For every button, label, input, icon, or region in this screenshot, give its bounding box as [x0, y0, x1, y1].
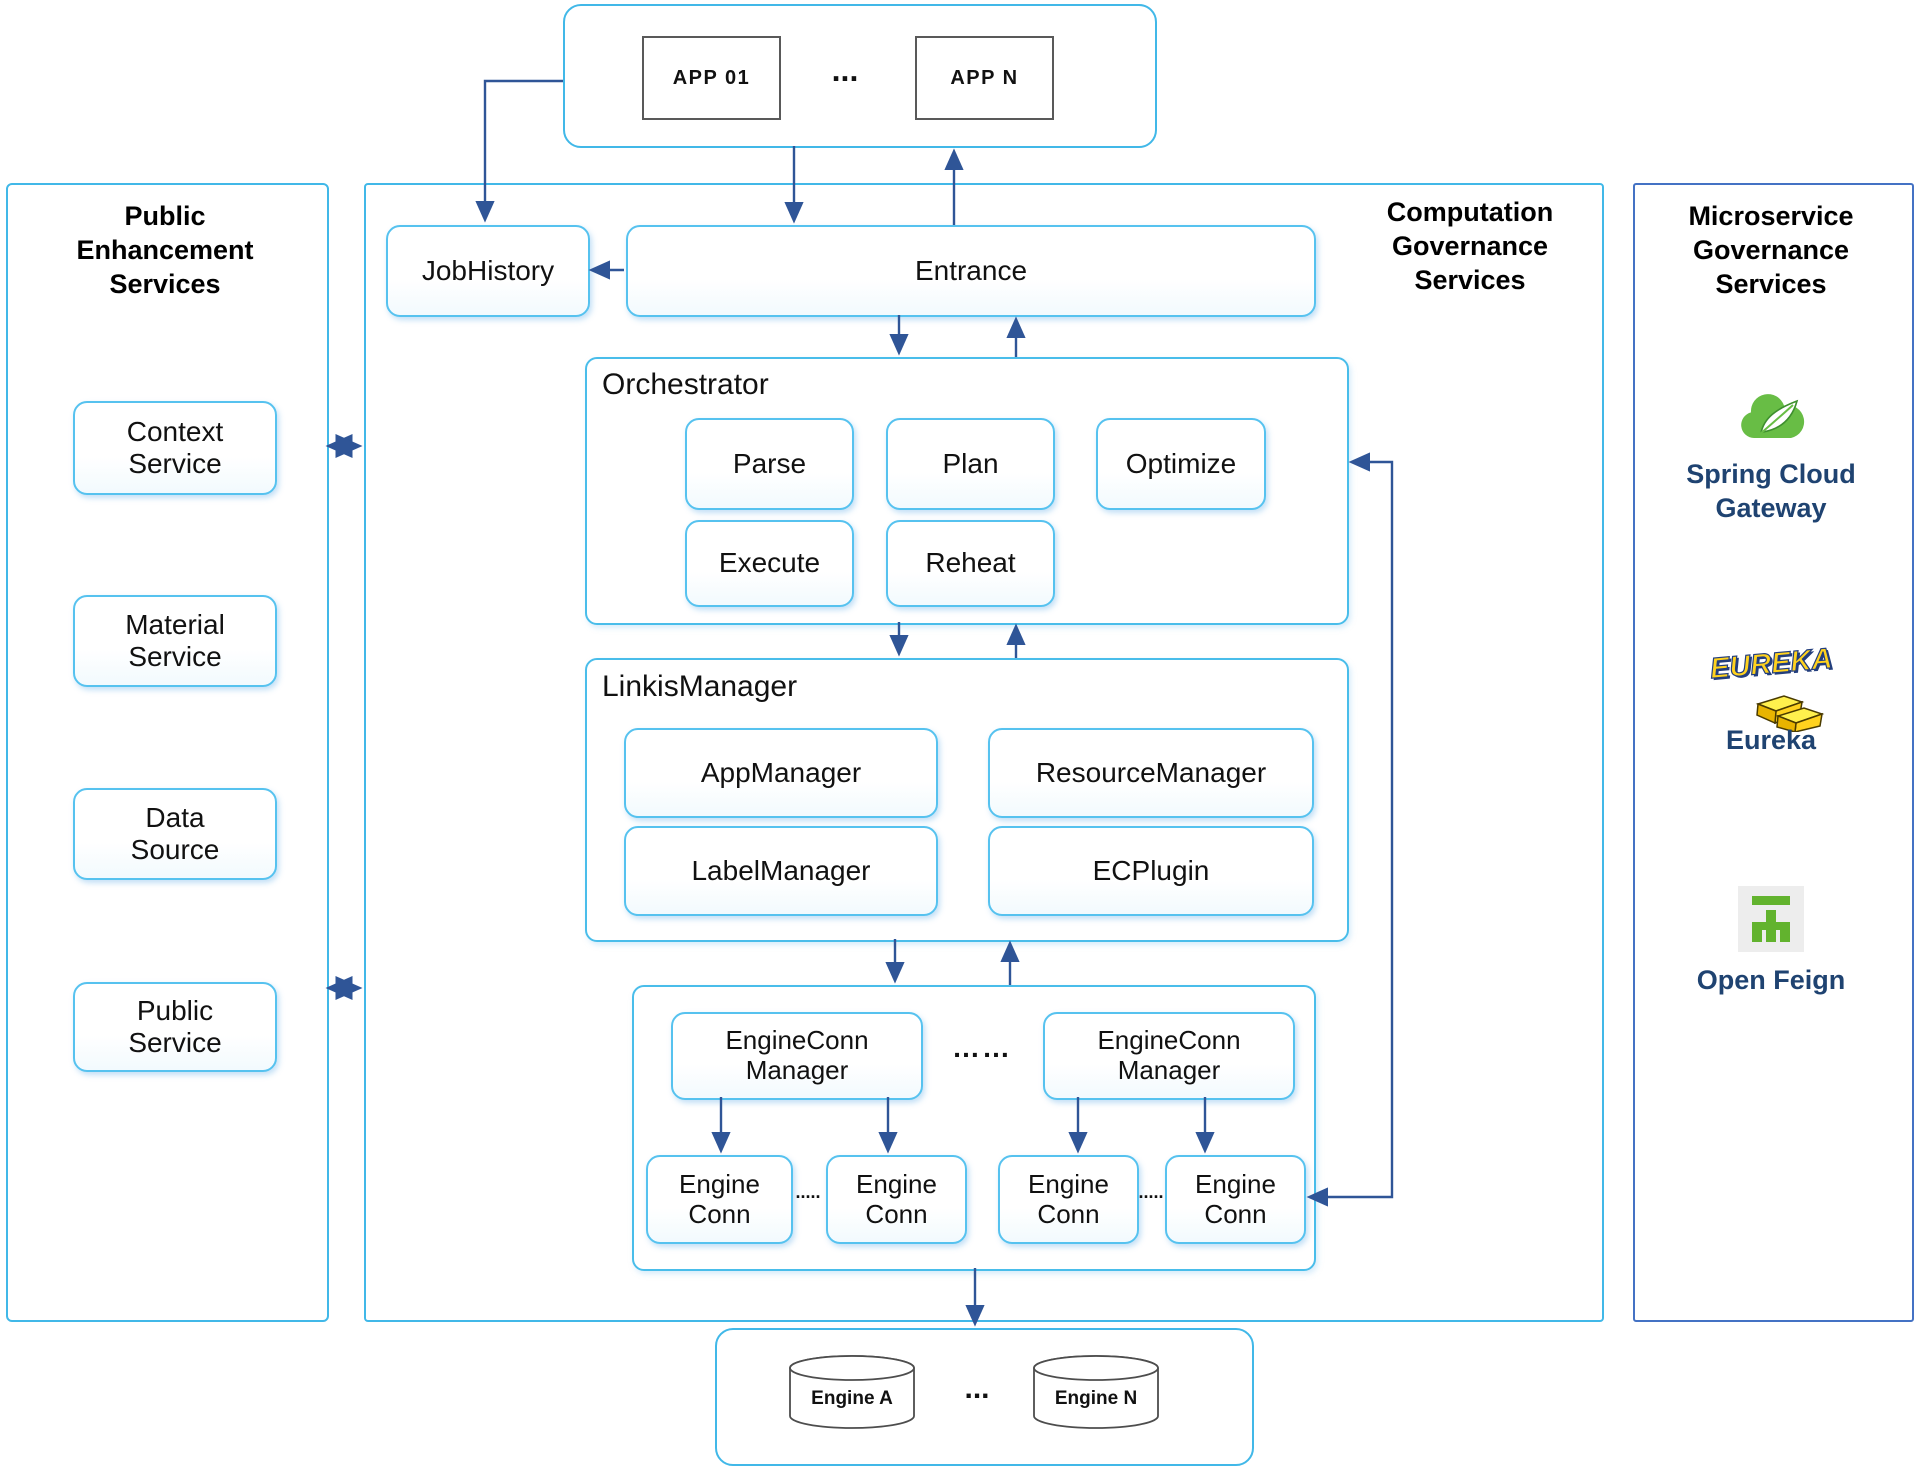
ecm-label-line: Manager: [745, 1055, 849, 1085]
resource-manager-box: ResourceManager: [988, 728, 1314, 818]
eureka-logo-text: EUREKA: [1708, 642, 1834, 686]
title-line: Governance: [1391, 230, 1549, 261]
execute-box: Execute: [685, 520, 854, 607]
resource-manager-label: ResourceManager: [1035, 756, 1267, 788]
app-ellipsis: ...: [831, 52, 859, 88]
app-n-label: APP N: [950, 66, 1019, 89]
job-history-box: JobHistory: [386, 225, 590, 317]
box-label-line: Context: [126, 415, 224, 447]
orchestrator-label: Orchestrator: [602, 368, 769, 401]
parse-box: Parse: [685, 418, 854, 510]
engines-container: [715, 1328, 1254, 1466]
plan-label: Plan: [942, 447, 999, 479]
title-line: Services: [109, 268, 221, 299]
spring-cloud-icon: [1741, 394, 1805, 438]
engine-a-cylinder-icon: [789, 1355, 915, 1429]
data-source-box: Data Source: [73, 788, 277, 880]
microservice-governance-services-panel: [1633, 183, 1914, 1322]
service-label-line: Gateway: [1715, 492, 1827, 523]
engine-conn-line: Engine: [1195, 1168, 1276, 1199]
eureka-label: Eureka: [1725, 725, 1817, 755]
public-enhancement-services-title: Public Enhancement Services: [30, 200, 300, 301]
public-service-box: Public Service: [73, 982, 277, 1072]
engine-conn-line: Engine: [679, 1168, 760, 1199]
engine-conn-manager-box-1: EngineConn Manager: [671, 1012, 923, 1100]
title-line: Computation: [1386, 197, 1554, 227]
app-layer-container: [563, 4, 1157, 148]
ecm-label-line: EngineConn: [1097, 1025, 1241, 1056]
execute-label: Execute: [718, 547, 821, 579]
material-service-box: Material Service: [73, 595, 277, 687]
computation-governance-services-title: Computation Governance Services: [1355, 196, 1585, 297]
box-label-line: Material: [125, 608, 225, 640]
microservice-governance-services-title: Microservice Governance Services: [1646, 200, 1896, 301]
entrance-label: Entrance: [914, 254, 1028, 286]
label-manager-box: LabelManager: [624, 826, 938, 916]
engine-conn-line: Conn: [1204, 1198, 1267, 1229]
entrance-box: Entrance: [626, 225, 1316, 317]
engine-conn-box-2: Engine Conn: [826, 1155, 967, 1244]
engine-conn-ellipsis-2: .....: [1138, 1182, 1164, 1202]
box-label-line: Data: [145, 801, 205, 833]
open-feign-icon: [1738, 886, 1804, 952]
ecm-label-line: Manager: [1117, 1055, 1221, 1085]
app-n-box: APP N: [915, 36, 1054, 120]
linkis-manager-label: LinkisManager: [602, 670, 798, 703]
engine-conn-ellipsis-1: .....: [795, 1182, 821, 1202]
optimize-label: Optimize: [1125, 447, 1237, 479]
spring-cloud-gateway-label: Spring Cloud Gateway: [1646, 458, 1896, 526]
app-01-box: APP 01: [642, 36, 781, 120]
box-label-line: Source: [130, 834, 220, 865]
engine-conn-line: Conn: [1037, 1198, 1100, 1229]
ecm-label-line: EngineConn: [725, 1025, 869, 1056]
engines-ellipsis: ...: [964, 1372, 990, 1405]
title-line: Services: [1715, 268, 1827, 299]
eureka-icon: EUREKA: [1680, 642, 1862, 686]
engine-conn-line: Conn: [865, 1198, 928, 1229]
box-label-line: Service: [128, 448, 222, 479]
engine-conn-line: Conn: [688, 1198, 751, 1229]
title-line: Enhancement: [76, 234, 254, 265]
job-history-label: JobHistory: [421, 254, 555, 286]
engine-conn-line: Engine: [1028, 1168, 1109, 1199]
app-manager-box: AppManager: [624, 728, 938, 818]
engine-a-label: Engine A: [811, 1388, 893, 1409]
box-label-line: Public: [136, 994, 214, 1026]
engine-conn-line: Engine: [856, 1168, 937, 1199]
app-01-label: APP 01: [672, 66, 751, 89]
title-line: Microservice: [1688, 201, 1854, 231]
reheat-label: Reheat: [925, 547, 1016, 579]
plan-box: Plan: [886, 418, 1055, 510]
app-manager-label: AppManager: [700, 756, 862, 788]
title-line: Services: [1414, 264, 1526, 295]
parse-label: Parse: [732, 447, 807, 479]
ecm-ellipsis: ……: [952, 1032, 1012, 1063]
engine-conn-box-1: Engine Conn: [646, 1155, 793, 1244]
title-line: Public: [124, 201, 206, 231]
context-service-box: Context Service: [73, 401, 277, 495]
box-label-line: Service: [128, 641, 222, 672]
public-enhancement-services-panel: [6, 183, 329, 1322]
engine-n-cylinder-icon: [1033, 1355, 1159, 1429]
box-label-line: Service: [128, 1027, 222, 1058]
engine-n-label: Engine N: [1054, 1388, 1138, 1409]
eureka-gold-bars-icon: [1755, 695, 1825, 732]
open-feign-label: Open Feign: [1696, 965, 1846, 995]
engine-conn-manager-box-2: EngineConn Manager: [1043, 1012, 1295, 1100]
title-line: Governance: [1692, 234, 1850, 265]
reheat-box: Reheat: [886, 520, 1055, 607]
engine-conn-box-4: Engine Conn: [1165, 1155, 1306, 1244]
ec-plugin-label: ECPlugin: [1092, 854, 1210, 886]
optimize-box: Optimize: [1096, 418, 1266, 510]
service-label-line: Spring Cloud: [1686, 459, 1856, 489]
engine-conn-box-3: Engine Conn: [998, 1155, 1139, 1244]
label-manager-label: LabelManager: [691, 854, 871, 886]
ec-plugin-box: ECPlugin: [988, 826, 1314, 916]
